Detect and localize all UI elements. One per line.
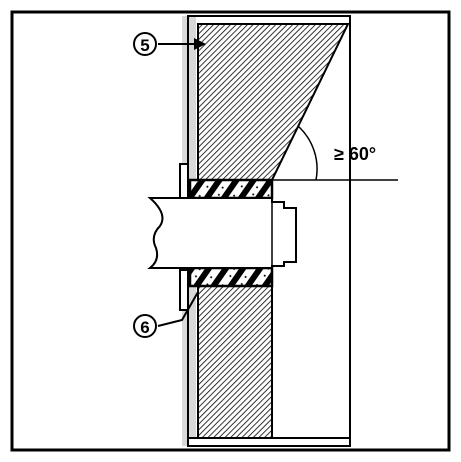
circled-number-5-icon — [133, 32, 157, 56]
callout-5-arrowhead — [194, 38, 206, 50]
callout-6-leader — [157, 291, 199, 327]
circled-number-6-icon — [133, 314, 157, 338]
sleeve-flange-lower — [179, 269, 189, 311]
sleeve-flange-upper — [179, 163, 189, 201]
lower-wall-section — [197, 285, 273, 439]
angle-arc — [297, 125, 318, 181]
seal-strip-lower — [188, 266, 274, 288]
callout-5-label: 5 — [140, 36, 149, 55]
angle-label: ≥ 60° — [334, 144, 376, 164]
callout-6-label: 6 — [140, 318, 149, 337]
pipe — [147, 197, 297, 269]
bottom-flange — [187, 437, 351, 447]
seal-strip-upper — [188, 178, 274, 200]
